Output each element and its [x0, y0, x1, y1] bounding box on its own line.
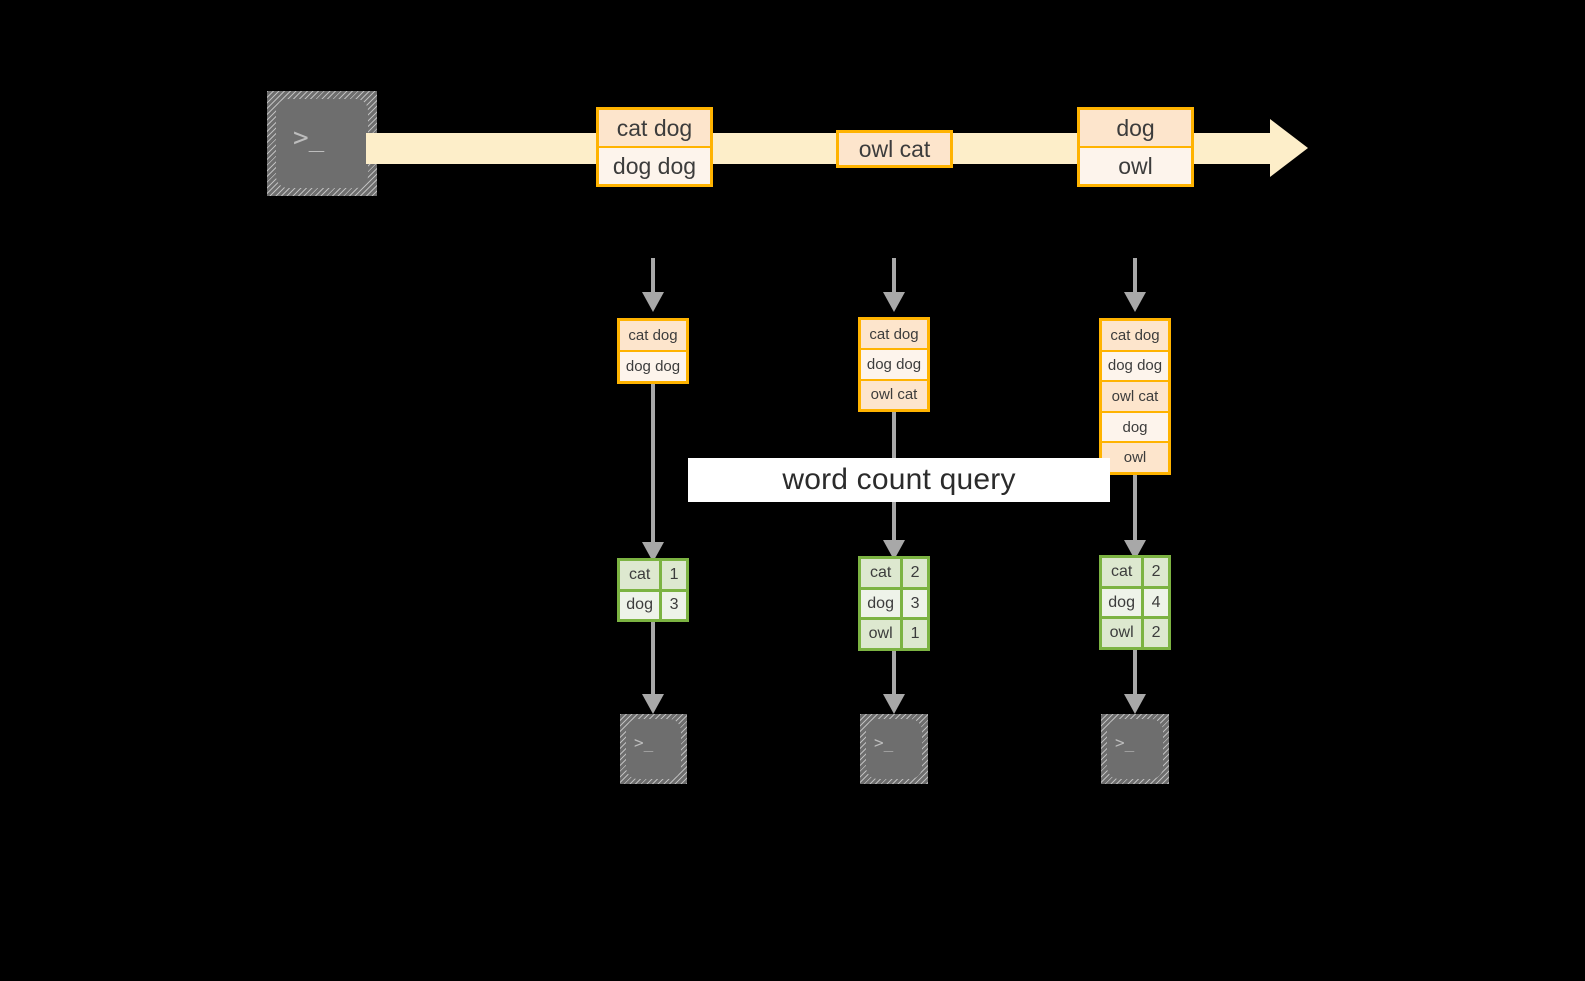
result-word: owl: [1102, 619, 1145, 648]
terminal-screen: [626, 719, 681, 779]
terminal-prompt-glyph: >_: [1115, 733, 1135, 752]
sink-terminal-icon: >_: [1101, 714, 1169, 784]
result-row: owl 1: [861, 620, 927, 649]
event-line: dog dog: [599, 148, 710, 184]
result-word: dog: [861, 589, 904, 618]
result-word: cat: [1102, 558, 1145, 586]
result-table: cat 1 dog 3: [617, 558, 689, 622]
stream-event-box: cat dog dog dog: [596, 107, 713, 187]
result-count: 2: [903, 559, 927, 587]
event-stream-arrow-head: [1270, 119, 1308, 177]
query-label-band: word count query: [688, 458, 1110, 502]
result-row: cat 2: [861, 559, 927, 590]
event-line: cat dog: [599, 110, 710, 148]
snapshot-line: dog dog: [620, 352, 686, 381]
terminal-screen: [1107, 719, 1163, 779]
snapshot-line: cat dog: [1102, 321, 1168, 352]
query-label-text: word count query: [782, 463, 1016, 496]
result-word: dog: [1102, 588, 1145, 617]
stream-event-box: owl cat: [836, 130, 953, 168]
snapshot-line: cat dog: [861, 320, 927, 351]
terminal-screen: [276, 99, 368, 188]
terminal-prompt-glyph: >_: [874, 733, 894, 752]
event-line: owl cat: [839, 133, 950, 165]
terminal-prompt-glyph: >_: [293, 123, 325, 153]
result-sink-arrowhead: [883, 694, 905, 714]
query-line: [651, 384, 655, 551]
snapshot-box: cat dog dog dog: [617, 318, 689, 384]
snapshot-box: cat dog dog dog owl cat dog owl: [1099, 318, 1171, 475]
snapshot-line: dog dog: [861, 350, 927, 381]
result-count: 1: [662, 561, 686, 589]
result-row: dog 3: [861, 589, 927, 621]
snapshot-feed-line: [1133, 258, 1137, 294]
result-row: dog 4: [1102, 588, 1168, 620]
snapshot-line: owl cat: [861, 380, 927, 409]
result-row: cat 2: [1102, 558, 1168, 589]
result-sink-arrowhead: [642, 694, 664, 714]
result-sink-arrowhead: [1124, 694, 1146, 714]
snapshot-line: owl cat: [1102, 382, 1168, 413]
snapshot-line: owl: [1102, 443, 1168, 472]
snapshot-line: dog dog: [1102, 351, 1168, 383]
result-word: owl: [861, 620, 904, 649]
result-word: cat: [861, 559, 904, 587]
result-count: 3: [903, 589, 927, 618]
result-count: 4: [1144, 588, 1168, 617]
event-line: owl: [1080, 148, 1191, 184]
query-line: [1133, 475, 1137, 549]
result-count: 3: [662, 591, 686, 619]
sink-terminal-icon: >_: [860, 714, 928, 784]
snapshot-box: cat dog dog dog owl cat: [858, 317, 930, 412]
result-count: 2: [1144, 619, 1168, 648]
result-word: cat: [620, 561, 663, 589]
result-sink-line: [651, 622, 655, 697]
result-count: 1: [903, 620, 927, 649]
query-arrowhead: [883, 540, 905, 560]
result-table: cat 2 dog 3 owl 1: [858, 556, 930, 651]
snapshot-feed-arrowhead: [1124, 292, 1146, 312]
result-sink-line: [892, 651, 896, 697]
result-row: dog 3: [620, 591, 686, 619]
result-sink-line: [1133, 650, 1137, 697]
snapshot-feed-line: [651, 258, 655, 294]
source-terminal-icon: >_: [267, 91, 377, 196]
result-word: dog: [620, 591, 663, 619]
result-table: cat 2 dog 4 owl 2: [1099, 555, 1171, 650]
stream-event-box: dog owl: [1077, 107, 1194, 187]
snapshot-feed-arrowhead: [642, 292, 664, 312]
snapshot-feed-line: [892, 258, 896, 294]
query-arrowhead: [642, 542, 664, 562]
terminal-prompt-glyph: >_: [634, 733, 654, 752]
sink-terminal-icon: >_: [620, 714, 687, 784]
result-row: owl 2: [1102, 619, 1168, 648]
snapshot-feed-arrowhead: [883, 292, 905, 312]
snapshot-line: dog: [1102, 412, 1168, 444]
snapshot-line: cat dog: [620, 321, 686, 352]
terminal-screen: [866, 719, 922, 779]
event-line: dog: [1080, 110, 1191, 148]
result-count: 2: [1144, 558, 1168, 586]
result-row: cat 1: [620, 561, 686, 592]
